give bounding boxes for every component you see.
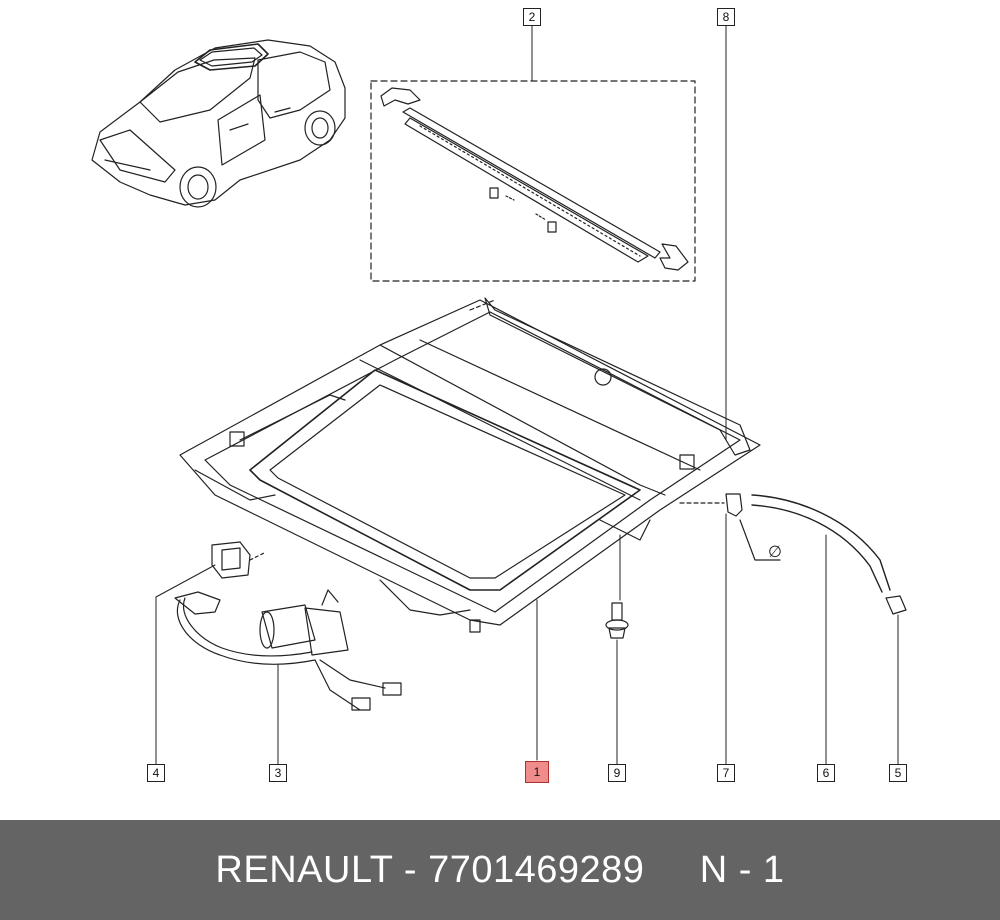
callout-9: 9: [608, 764, 626, 782]
bolt-component: [605, 602, 629, 639]
exploded-parts-diagram: ∅ 2 8 4 3 1 9 7 6 5: [91, 8, 907, 783]
brand-name: RENAULT: [215, 848, 393, 891]
drain-hose-parts: [679, 493, 907, 615]
callout-4: 4: [147, 764, 165, 782]
diameter-symbol: ∅: [768, 544, 782, 561]
callout-3: 3: [269, 764, 287, 782]
callout-7: 7: [717, 764, 735, 782]
leader-lines: [155, 24, 899, 765]
callout-2: 2: [523, 8, 541, 26]
sunroof-frame-assembly: [179, 297, 761, 633]
footer-separator: -: [403, 848, 417, 891]
callout-8: 8: [717, 8, 735, 26]
motor-assembly: [174, 589, 402, 711]
callout-1-highlighted: 1: [525, 761, 549, 783]
diagram-svg: ∅: [91, 24, 907, 765]
position-code: N - 1: [699, 848, 785, 891]
seal-kit-group: [370, 80, 696, 282]
relay-component: [211, 541, 267, 579]
footer-bar: RENAULT - 7701469289 N - 1: [0, 820, 1000, 920]
footer-caption: RENAULT - 7701469289 N - 1: [215, 849, 784, 892]
car-illustration: [91, 39, 346, 208]
callout-6: 6: [817, 764, 835, 782]
callout-5: 5: [889, 764, 907, 782]
part-number: 7701469289: [428, 848, 645, 891]
